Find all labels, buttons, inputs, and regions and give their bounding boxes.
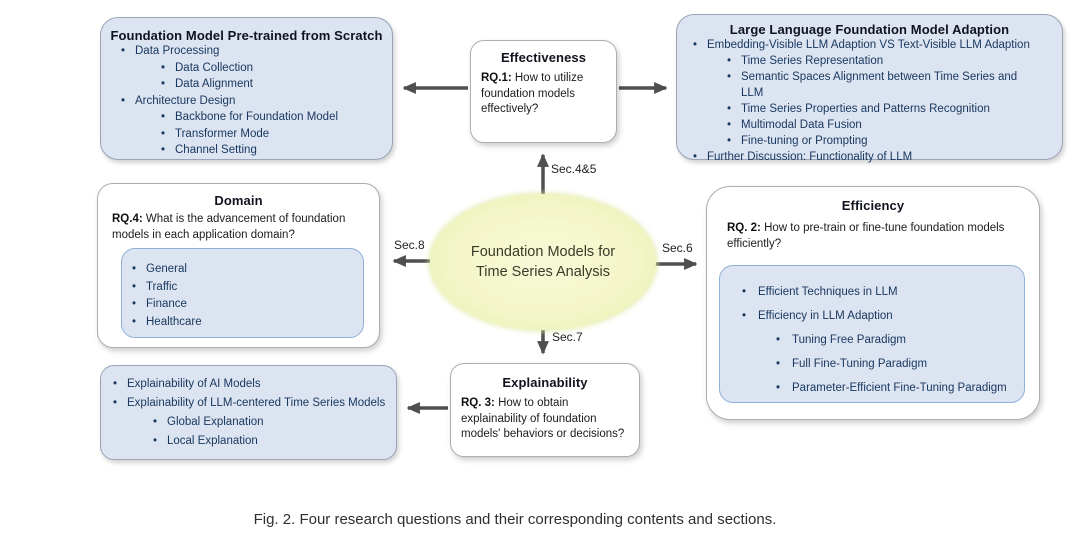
section-label-sec7: Sec.7 <box>552 330 583 344</box>
list-item: Multimodal Data Fusion <box>685 117 1033 133</box>
box-title: Efficiency <box>841 198 905 213</box>
list-item: Time Series Representation <box>685 53 1033 69</box>
research-question-2: RQ. 2: How to pre-train or fine-tune fou… <box>727 222 1005 250</box>
box-pretrained-from-scratch: Foundation Model Pre-trained from Scratc… <box>100 17 393 160</box>
section-label-sec6: Sec.6 <box>662 241 693 255</box>
research-question-3: RQ. 3: How to obtain explainability of f… <box>461 397 625 440</box>
research-question-4: RQ.4: What is the advancement of foundat… <box>112 213 346 241</box>
list-item: Backbone for Foundation Model <box>109 109 384 126</box>
list-item: Finance <box>122 296 363 314</box>
box-domain: Domain RQ.4: What is the advancement of … <box>97 183 380 348</box>
list-item: Channel Setting <box>109 142 384 159</box>
section-label-sec45: Sec.4&5 <box>551 162 597 176</box>
box-title: Explainability <box>502 375 588 390</box>
list-item: Explainability of LLM-centered Time Seri… <box>101 394 396 413</box>
box-explainability: Explainability RQ. 3: How to obtain expl… <box>450 363 640 457</box>
section-label-sec8: Sec.8 <box>394 238 425 252</box>
list-item: Embedding-Visible LLM Adaption VS Text-V… <box>685 37 1054 53</box>
list-item: General <box>122 261 363 279</box>
list-item: Further Discussion: Functionality of LLM <box>685 149 1054 165</box>
list-item: Transformer Mode <box>109 126 384 143</box>
domain-list-box: General Traffic Finance Healthcare <box>121 248 364 338</box>
list-item: Tuning Free Paradigm <box>720 328 1024 352</box>
box-title: Effectiveness <box>500 50 587 65</box>
box-title: Large Language Foundation Model Adaption <box>729 22 1010 37</box>
figure-caption: Fig. 2. Four research questions and thei… <box>253 511 777 528</box>
list-item: Data Collection <box>109 60 384 77</box>
center-node-line2: Time Series Analysis <box>475 264 611 280</box>
box-title: Foundation Model Pre-trained from Scratc… <box>110 28 383 43</box>
box-title: Domain <box>214 193 263 208</box>
list-item: Local Explanation <box>101 432 396 451</box>
center-node-line1: Foundation Models for <box>470 244 616 260</box>
research-question-1: RQ.1: How to utilize foundation models e… <box>481 72 584 115</box>
box-explainability-content: Explainability of AI Models Explainabili… <box>100 365 397 460</box>
list-item: Traffic <box>122 279 363 297</box>
list-item: Semantic Spaces Alignment between Time S… <box>685 69 1033 101</box>
list-item: Efficient Techniques in LLM <box>720 280 1024 304</box>
list-item: Data Alignment <box>109 76 384 93</box>
box-llm-adaption: Large Language Foundation Model Adaption… <box>676 14 1063 165</box>
list-item: Architecture Design <box>109 93 384 110</box>
list-item: Explainability of AI Models <box>101 375 396 394</box>
list-item: Full Fine-Tuning Paradigm <box>720 352 1024 376</box>
list-item: Global Explanation <box>101 413 396 432</box>
center-node-foundation-models: Foundation Models for Time Series Analys… <box>430 194 656 330</box>
list-item: Efficiency in LLM Adaption <box>720 304 1024 328</box>
list-item: Data Processing <box>109 43 384 60</box>
efficiency-list-box: Efficient Techniques in LLM Efficiency i… <box>719 265 1025 403</box>
list-item: Parameter-Efficient Fine-Tuning Paradigm <box>720 376 1024 400</box>
box-effectiveness: Effectiveness RQ.1: How to utilize found… <box>470 40 617 143</box>
list-item: Fine-tuning or Prompting <box>685 133 1033 149</box>
box-efficiency: Efficiency RQ. 2: How to pre-train or fi… <box>706 186 1040 420</box>
list-item: Healthcare <box>122 314 363 332</box>
list-item: Time Series Properties and Patterns Reco… <box>685 101 1033 117</box>
